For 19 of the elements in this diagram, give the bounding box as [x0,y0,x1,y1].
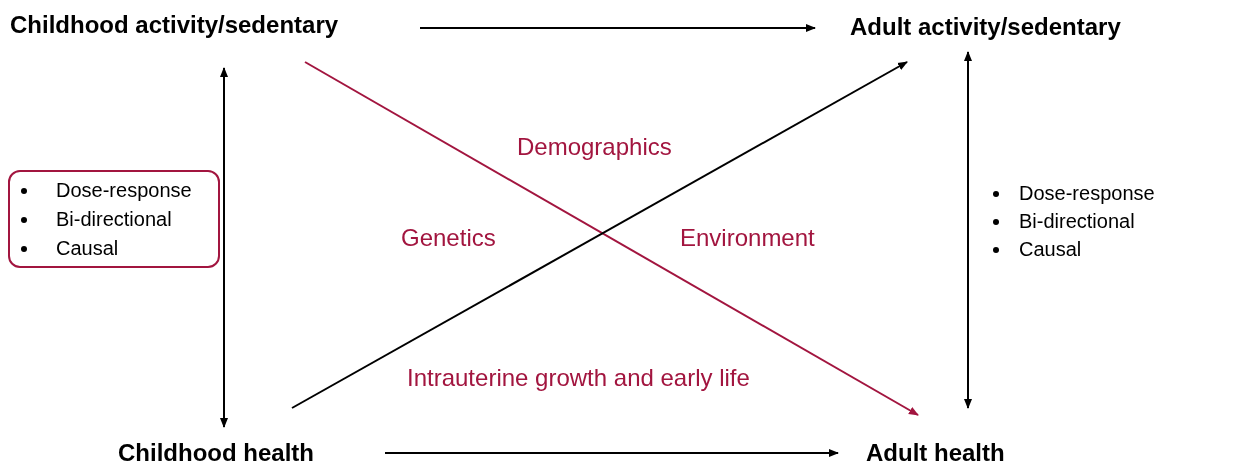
factor-label: Environment [680,223,815,253]
bullet-item: Causal [10,234,218,263]
heading-text: Adult activity/sedentary [850,12,1162,42]
factor-label: Demographics [517,132,672,162]
bullet-item: Dose-response [982,179,1155,207]
heading-text: Childhood health [118,438,342,468]
arrow [964,51,972,409]
rounded-list-box [8,170,220,268]
factor-label: Genetics [401,223,496,253]
bullet-item: Causal [982,235,1082,263]
factor-label: Intrauterine growth and early life [407,363,750,393]
arrow [384,449,839,457]
heading-text: Adult health [866,438,1024,468]
arrow [220,67,228,428]
bullet-item: Bi-directional [10,205,218,234]
bullet-item: Dose-response [10,176,218,205]
heading-text: Childhood activity/sedentary [10,10,386,40]
arrow [419,24,816,32]
bullet-item: Bi-directional [982,207,1135,235]
